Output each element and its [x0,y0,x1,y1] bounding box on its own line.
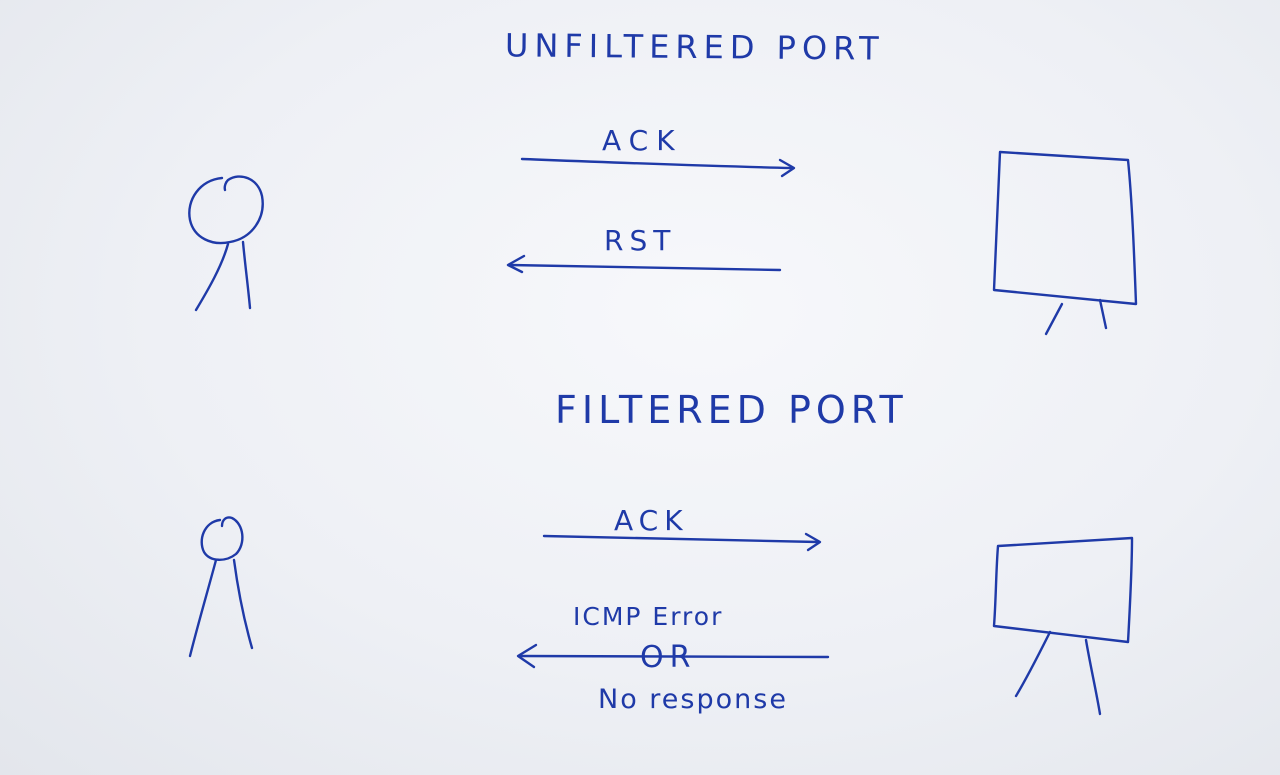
client-person-icon-2 [188,516,254,658]
client-person-icon [188,175,264,312]
unfiltered-port-title: UNFILTERED PORT [504,26,885,68]
server-computer-icon-2 [992,536,1134,716]
unfiltered-rst-arrow [506,254,782,274]
unfiltered-ack-label: ACK [602,124,683,157]
filtered-reply-arrow [516,643,830,669]
filtered-ack-label: ACK [614,504,689,537]
filtered-port-title: FILTERED PORT [555,388,908,432]
icmp-error-label: ICMP Error [573,602,724,631]
unfiltered-ack-arrow [520,157,796,178]
filtered-ack-arrow [542,532,822,552]
or-label: OR [640,640,697,675]
no-response-label: No response [598,684,788,715]
server-computer-icon [992,150,1138,336]
unfiltered-rst-label: RST [604,224,677,257]
